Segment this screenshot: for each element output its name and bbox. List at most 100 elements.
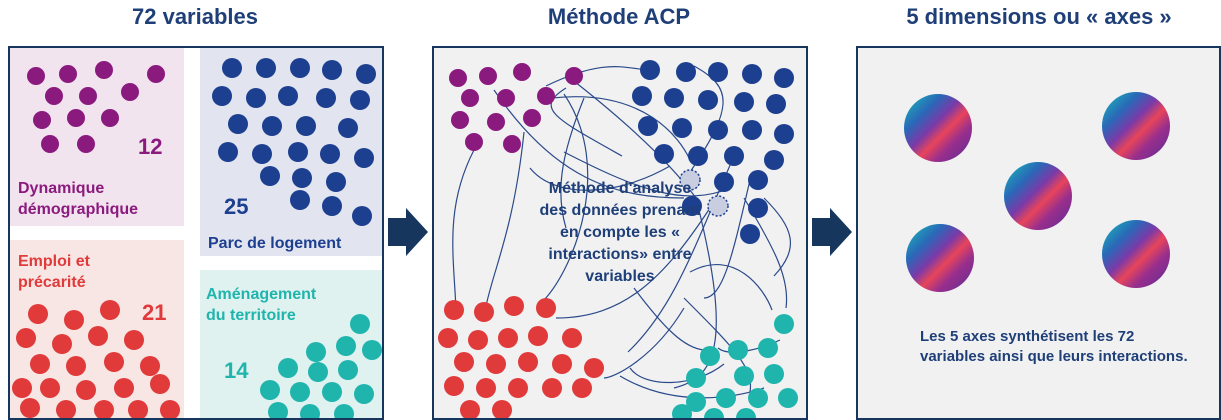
variable-dot-demo [565,67,583,85]
variable-dot-parc [338,118,358,138]
variable-dot-parc [766,94,786,114]
variable-dot-emploi [104,352,124,372]
interaction-link [560,97,585,229]
variable-dot-parc [222,58,242,78]
variable-dot-emploi [518,352,538,372]
interaction-link [703,179,751,299]
variable-dot-emploi [160,400,180,418]
variable-dot-demo [465,133,483,151]
variable-dot-emploi [486,354,506,374]
variable-dot-parc [290,190,310,210]
variable-dot-emploi [552,354,572,374]
variable-dot-amenag [278,358,298,378]
variable-dot-parc [296,116,316,136]
variable-dot-demo [479,67,497,85]
variable-dot-emploi [114,378,134,398]
variable-dot-parc [292,168,312,188]
interaction-link [550,87,623,157]
variable-dot-emploi [88,326,108,346]
variable-dot-emploi [460,400,480,418]
interaction-link [452,149,475,311]
axes-conclusion: Les 5 axes synthétisent les 72 variables… [920,328,1188,365]
variable-dot-parc [724,146,744,166]
variable-dot-emploi [128,400,148,418]
variable-dot-demo [121,83,139,101]
variable-dot-parc [654,144,674,164]
interaction-link [633,287,705,351]
variable-dot-parc [288,142,308,162]
variable-dot-demo [451,111,469,129]
interaction-link [629,363,725,384]
variable-dot-demo [95,61,113,79]
method-network [438,60,798,418]
variable-dot-parc [320,144,340,164]
variable-dot-emploi [584,358,604,378]
variable-dot-emploi [28,304,48,324]
interaction-link [555,207,711,319]
variable-dot-demo [67,109,85,127]
variable-dot-amenag [704,408,724,418]
variable-dot-parc [688,146,708,166]
variable-dot-emploi [100,300,120,320]
axis-sphere [1004,162,1072,230]
variable-dot-emploi [468,330,488,350]
variable-dot-emploi [64,310,84,330]
label-amenag: Aménagement du territoire [206,286,317,324]
variable-dot-amenag [686,392,706,412]
right-title: 5 dimensions ou « axes » [906,4,1172,29]
variable-dot-emploi [562,328,582,348]
variable-dot-emploi [16,328,36,348]
variable-dot-parc [256,58,276,78]
left-title: 72 variables [132,4,258,29]
variable-dot-demo [147,65,165,83]
variable-dot-demo [45,87,63,105]
variable-dot-parc [676,62,696,82]
variable-dot-parc [218,142,238,162]
count-emploi: 21 [142,300,167,325]
variable-dot-parc [774,68,794,88]
count-amenag: 14 [224,358,249,383]
variable-dot-parc [748,198,768,218]
variable-dot-emploi [474,302,494,322]
variable-dot-demo [101,109,119,127]
variable-dot-emploi [56,400,76,418]
variable-dot-parc [316,88,336,108]
variable-dot-amenag [290,382,310,402]
variable-dot-amenag [686,368,706,388]
axis-sphere [1102,92,1170,160]
variable-dot-parc [356,64,376,84]
variable-dot-parc [708,62,728,82]
variable-dot-emploi [498,328,518,348]
variable-dot-demo [27,67,45,85]
variable-dot-amenag [736,408,756,418]
variable-dot-parc [640,60,660,80]
variable-dot-demo [59,65,77,83]
variable-dot-emploi [124,330,144,350]
variable-dot-parc [228,114,248,134]
count-parc: 25 [224,194,249,219]
variable-dot-parc [350,90,370,110]
variable-dot-parc [764,150,784,170]
variable-dot-demo [503,135,521,153]
variable-dot-amenag [268,402,288,418]
variables-panel: 12 Dynamique démographique 25 Parc de lo… [8,46,384,420]
variable-dot-emploi [536,298,556,318]
variable-dot-emploi [150,374,170,394]
variable-dot-amenag [362,340,382,360]
variable-dot-highlight [707,195,729,217]
variable-dot-parc [774,124,794,144]
variable-dot-emploi [572,378,592,398]
variable-dot-emploi [454,352,474,372]
label-parc: Parc de logement [208,235,342,252]
variable-dot-parc [742,64,762,84]
variable-dot-parc [322,60,342,80]
variable-dot-emploi [40,378,60,398]
variable-dot-emploi [508,378,528,398]
axes-spheres [904,92,1170,292]
interaction-link [493,89,685,199]
variable-dot-demo [461,89,479,107]
variable-dot-parc [682,196,702,216]
variable-dot-parc [354,148,374,168]
variable-dot-emploi [76,380,96,400]
axis-sphere [904,94,972,162]
